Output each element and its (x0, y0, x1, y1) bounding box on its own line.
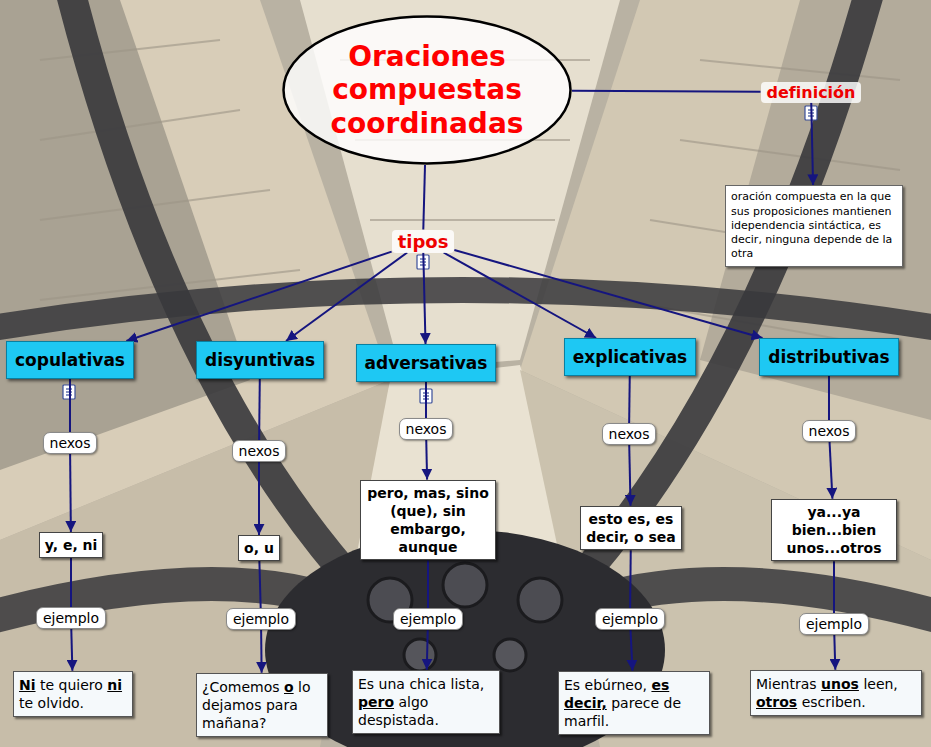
connector-words-box: y, e, ni (39, 532, 104, 558)
type-box: disyuntivas (196, 341, 324, 379)
connector (454, 250, 762, 338)
connector (830, 442, 833, 499)
node-text: nexos (609, 426, 650, 442)
link-phrase: ejemplo (393, 608, 463, 630)
node-text: Es una chica lista, pero algo despistada… (358, 675, 494, 730)
link-phrase: nexos (602, 423, 657, 445)
node-text: explicativas (573, 347, 688, 367)
node-text: pero, mas, sino (que), sin embargo, aunq… (366, 484, 490, 557)
link-phrase: nexos (802, 420, 857, 442)
node-text: nexos (239, 443, 280, 459)
connector (69, 454, 72, 532)
node-text: y, e, ni (45, 536, 98, 554)
link-phrase: definición (761, 82, 862, 103)
node-text: disyuntivas (205, 350, 315, 370)
link-phrase: nexos (399, 418, 454, 440)
example-box: Es una chica lista, pero algo despistada… (352, 670, 500, 735)
example-box: Mientras unos leen, otros escriben. (750, 670, 922, 716)
link-phrase: nexos (43, 432, 98, 454)
connector (426, 630, 429, 670)
main-ellipse: Oraciones compuestas coordinadas (282, 15, 572, 165)
connector (833, 561, 835, 613)
connector (828, 376, 830, 420)
ellipse-shape (284, 17, 571, 164)
node-text: ejemplo (400, 611, 456, 627)
connector-words-box: pero, mas, sino (que), sin embargo, aunq… (360, 480, 496, 561)
node-text: Es ebúrneo, es decir, parece de marfil. (564, 676, 704, 731)
connector (572, 90, 761, 93)
connector (628, 376, 631, 423)
connector (427, 560, 429, 608)
example-box: ¿Comemos o lo dejamos para mañana? (196, 673, 328, 738)
example-box: Ni te quiero ni te olvido. (13, 671, 133, 717)
node-text: Ni te quiero ni te olvido. (19, 676, 127, 712)
connector (258, 379, 261, 440)
connector (260, 630, 263, 673)
connector (423, 165, 425, 230)
definition-box: oración compuesta en la que sus proposic… (725, 185, 903, 266)
node-text: ejemplo (806, 616, 862, 632)
link-phrase: ejemplo (799, 613, 869, 635)
link-phrase: ejemplo (36, 607, 106, 629)
connector (425, 440, 428, 480)
connector (259, 561, 260, 608)
type-box: adversativas (356, 344, 497, 382)
example-box: Es ebúrneo, es decir, parece de marfil. (558, 671, 710, 736)
connector (423, 253, 425, 345)
type-box: distributivas (759, 338, 898, 376)
node-text: ejemplo (233, 611, 289, 627)
connector (811, 103, 813, 186)
connector-words-box: ya...ya bien...bien unos...otros (771, 499, 897, 562)
node-text: Mientras unos leen, otros escriben. (756, 675, 916, 711)
connector (834, 635, 835, 670)
link-phrase: nexos (232, 440, 287, 462)
node-text: adversativas (365, 353, 488, 373)
connector (444, 253, 597, 339)
node-text: nexos (50, 435, 91, 451)
connector (286, 253, 407, 342)
node-text: tipos (398, 231, 449, 252)
node-text: oración compuesta en la que sus proposic… (731, 190, 897, 261)
connector (69, 379, 71, 432)
type-box: copulativas (6, 341, 134, 379)
node-text: ya...ya bien...bien unos...otros (777, 503, 891, 558)
node-text: copulativas (15, 350, 125, 370)
connector (70, 558, 72, 607)
node-text: ejemplo (602, 611, 658, 627)
title-text: Oraciones compuestas coordinadas (302, 40, 552, 141)
node-text: nexos (406, 421, 447, 437)
node-text: nexos (809, 423, 850, 439)
link-phrase: ejemplo (595, 608, 665, 630)
cockpit-frame (0, 0, 931, 620)
connector (629, 445, 630, 506)
node-text: esto es, es decir, o sea (586, 510, 676, 546)
connector (425, 382, 427, 418)
connector (258, 462, 260, 535)
connector (629, 550, 632, 608)
connector-words-box: esto es, es decir, o sea (580, 506, 682, 550)
link-phrase: ejemplo (226, 608, 296, 630)
type-box: explicativas (564, 338, 697, 376)
connector (126, 252, 391, 341)
node-text: distributivas (768, 347, 889, 367)
node-text: ¿Comemos o lo dejamos para mañana? (202, 678, 322, 733)
connector (71, 629, 72, 671)
node-text: definición (767, 83, 856, 102)
connector (631, 630, 633, 671)
connector-words-box: o, u (238, 535, 280, 561)
node-text: o, u (244, 539, 274, 557)
node-text: ejemplo (43, 610, 99, 626)
link-phrase: tipos (392, 230, 455, 253)
